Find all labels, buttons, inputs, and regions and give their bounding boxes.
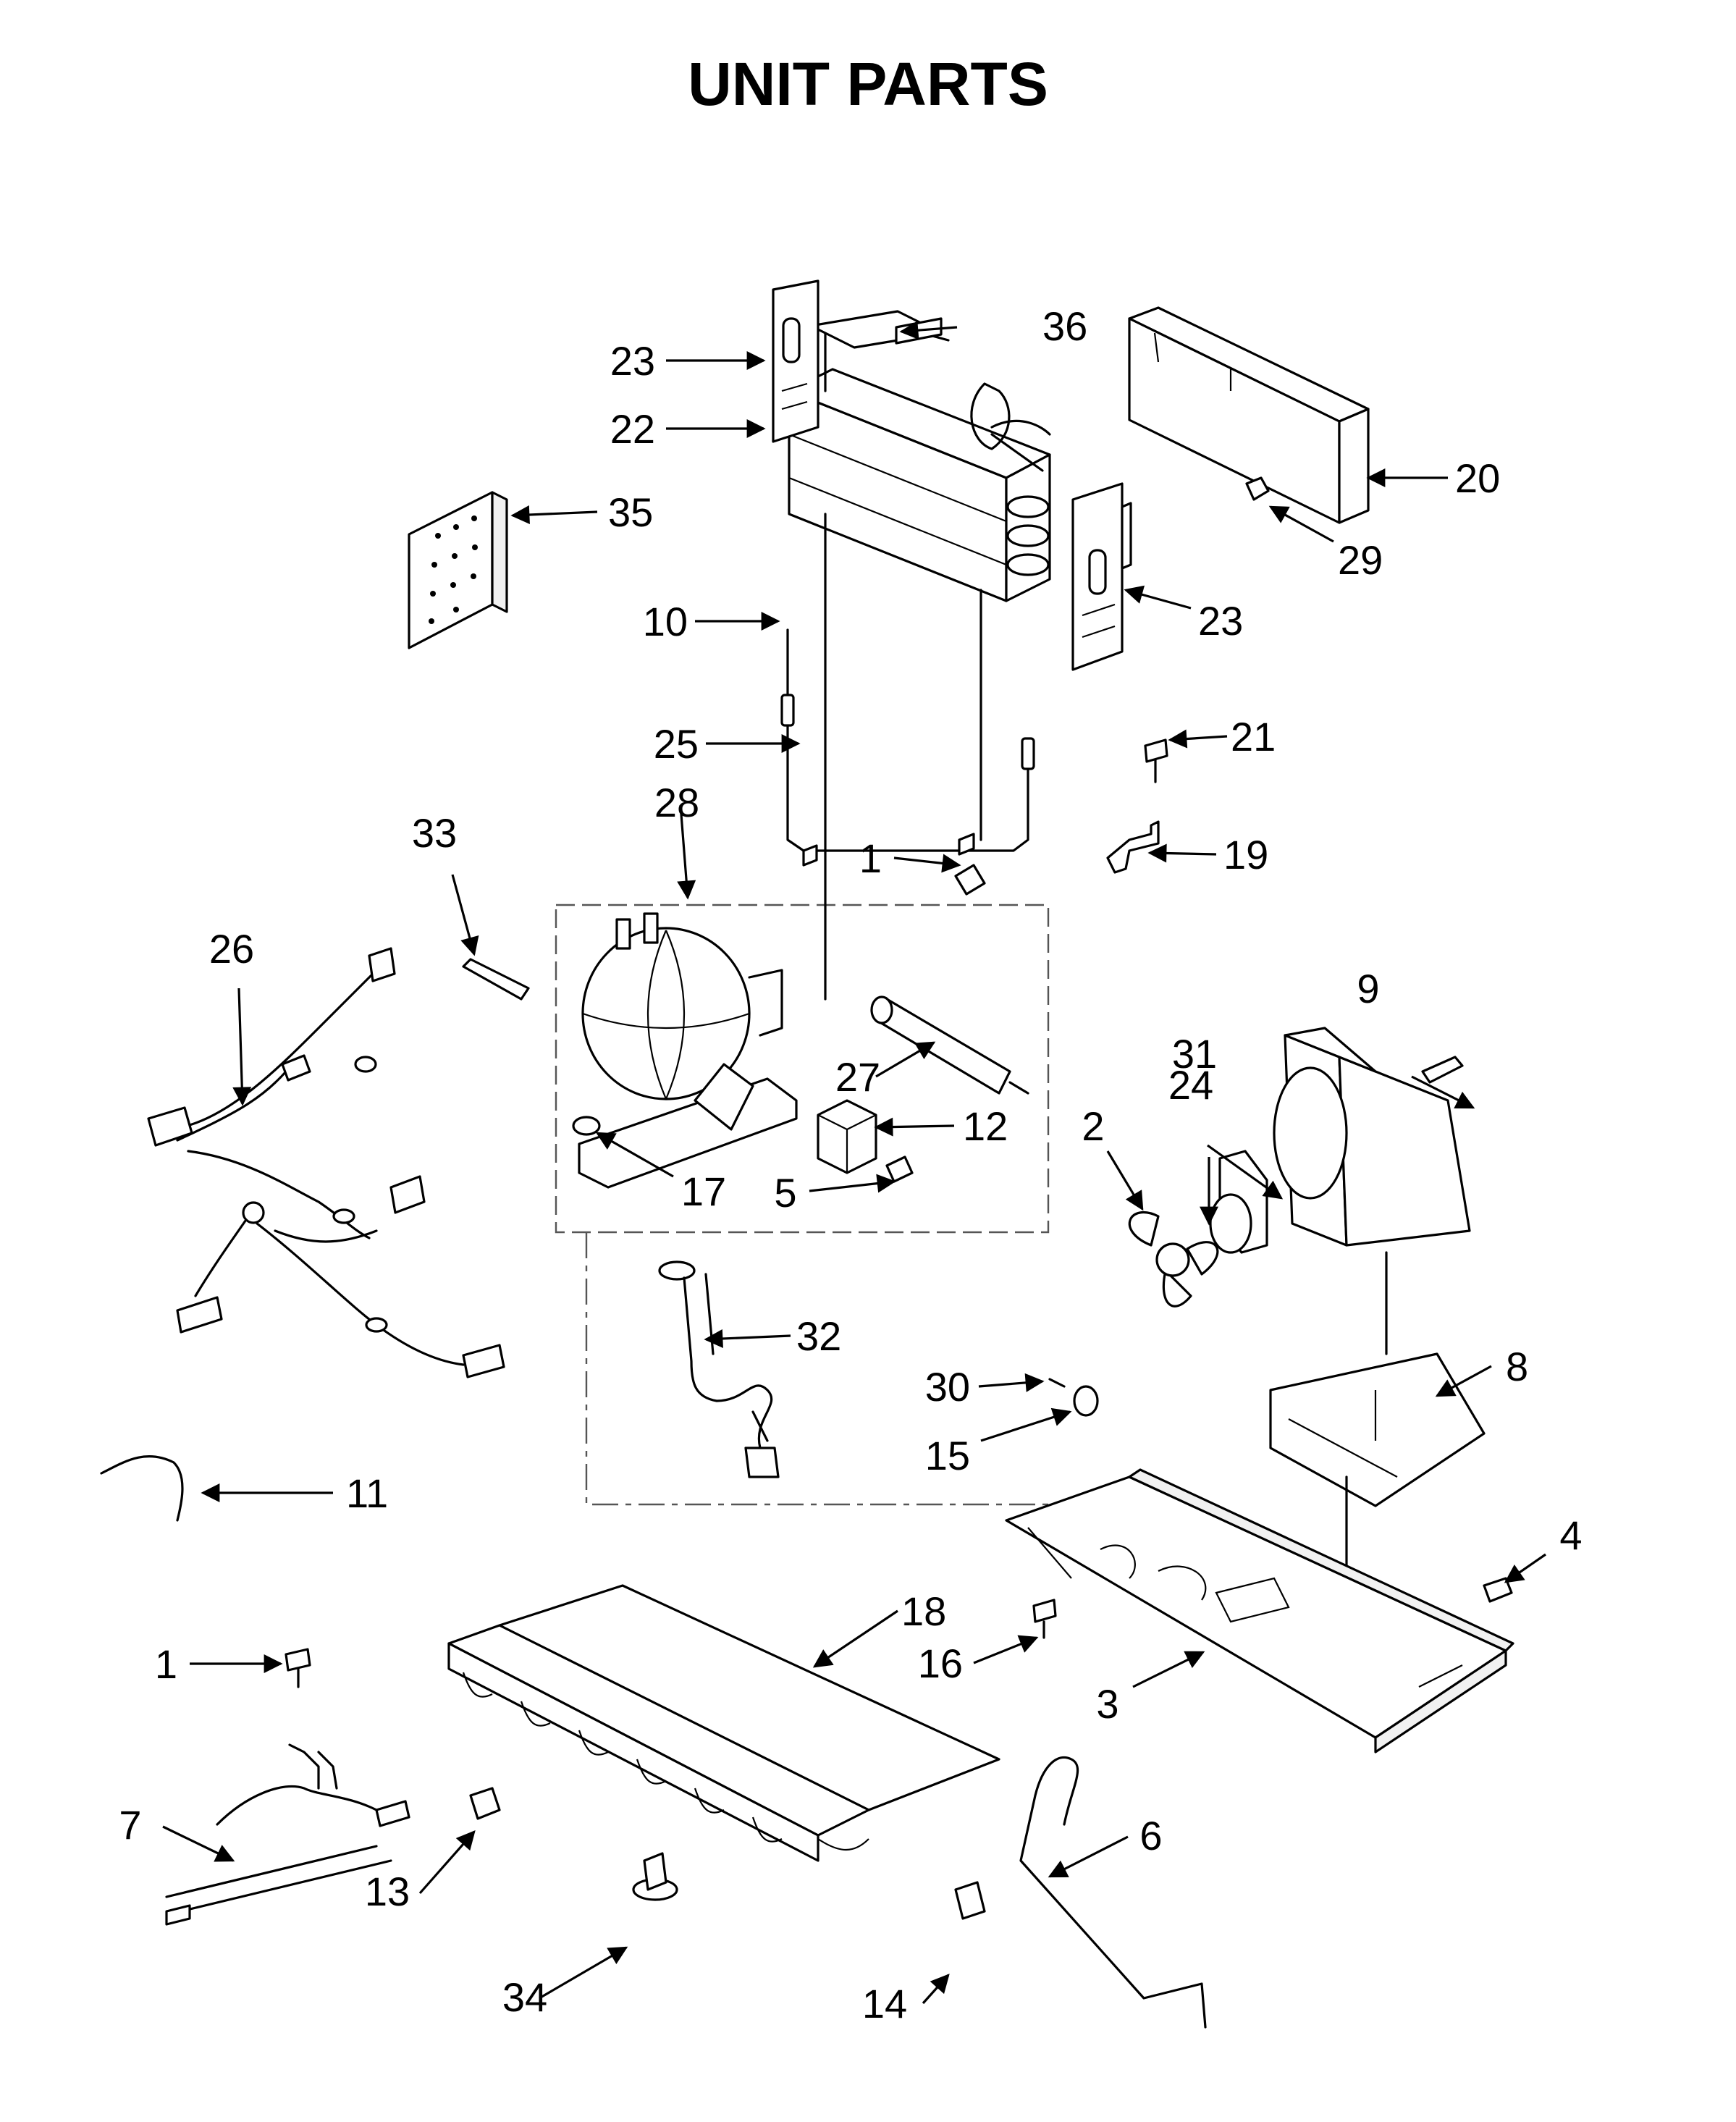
strap-part: [462, 958, 530, 1001]
leader-lines: [162, 321, 1546, 2005]
callout-7: 7: [119, 1802, 141, 1848]
tube-grommet-part: [954, 1881, 986, 1920]
callout-13: 13: [365, 1869, 410, 1914]
side-bracket-left-part: [772, 279, 819, 443]
callout-9: 9: [1357, 966, 1379, 1011]
callout-5: 5: [774, 1170, 796, 1216]
pin-part: [1048, 1378, 1066, 1388]
grommet-part: [572, 1116, 601, 1136]
callout-1-upper: 1: [859, 835, 882, 881]
clip-part: [1245, 476, 1270, 501]
callout-35: 35: [608, 489, 653, 535]
mounting-bracket-part: [1106, 820, 1160, 874]
callout-6: 6: [1139, 1813, 1162, 1858]
callout-34: 34: [502, 1974, 547, 2020]
callout-22: 22: [610, 406, 655, 452]
relay-cover-part: [885, 1155, 914, 1183]
callout-4: 4: [1559, 1512, 1582, 1558]
callout-16: 16: [918, 1641, 963, 1686]
callout-20: 20: [1455, 455, 1500, 501]
evaporator-cover-part: [1128, 306, 1370, 524]
callout-1-lower: 1: [155, 1641, 177, 1687]
wiring-harness-part: [147, 947, 505, 1378]
callout-2: 2: [1082, 1103, 1104, 1149]
defrost-heater-part: [786, 628, 1029, 852]
evaporator-wire: [824, 513, 982, 1001]
harness-bolt-part: [285, 1648, 311, 1688]
condenser-part: [447, 1584, 1000, 1862]
tubing-boundary: [585, 1232, 1137, 1506]
callout-12: 12: [963, 1103, 1008, 1149]
compressor-assembly-boundary: [555, 904, 1050, 1234]
filter-drier-part: [870, 995, 1029, 1095]
callout-25: 25: [654, 721, 699, 767]
callout-15: 15: [925, 1433, 970, 1478]
condensate-tube-part: [1019, 1756, 1207, 2029]
compressor-mount-bracket-part: [1269, 1352, 1486, 1507]
callout-8: 8: [1506, 1344, 1528, 1389]
wire-part: [100, 1455, 184, 1522]
callout-23-upper: 23: [610, 338, 655, 384]
bolt-part: [954, 864, 986, 896]
thermistor-part: [780, 694, 795, 727]
fitting-part: [632, 1852, 678, 1901]
callout-30: 30: [925, 1364, 970, 1410]
callout-3: 3: [1096, 1681, 1118, 1727]
base-screw-part: [1032, 1599, 1057, 1639]
callout-26: 26: [209, 926, 254, 972]
callout-28: 28: [654, 780, 699, 825]
condenser-clip-part: [469, 1787, 501, 1820]
page-title: UNIT PARTS: [688, 50, 1048, 118]
callout-10: 10: [643, 599, 688, 644]
condenser-wire-harness-part: [165, 1743, 410, 1926]
callout-24: 24: [1168, 1062, 1213, 1108]
screw-part: [1144, 738, 1168, 783]
base-bolt-part: [1483, 1577, 1513, 1603]
callout-23-lower: 23: [1198, 598, 1243, 644]
callout-31: 31: [1172, 1031, 1217, 1077]
callout-18: 18: [901, 1588, 946, 1634]
callout-19: 19: [1223, 832, 1268, 877]
callout-33: 33: [412, 810, 457, 856]
base-plate-part: [1005, 1468, 1514, 1753]
evaporator-part: [788, 310, 1051, 602]
callout-36: 36: [1042, 303, 1087, 349]
drain-tube-part: [658, 1260, 780, 1478]
callout-27: 27: [835, 1054, 880, 1100]
base-grommet-part: [1073, 1385, 1099, 1417]
callout-11: 11: [346, 1470, 388, 1516]
side-bracket-right-part: [1071, 482, 1132, 671]
fan-blade-part: [1128, 1211, 1219, 1308]
callout-21: 21: [1231, 714, 1276, 759]
callout-14: 14: [862, 1981, 907, 2026]
relay-part: [817, 1099, 877, 1174]
shroud-screw-part: [1421, 1056, 1464, 1084]
callout-32: 32: [796, 1313, 841, 1359]
fan-motor-part: [1209, 1150, 1268, 1254]
fan-shroud-part: [1273, 1027, 1471, 1247]
callout-29: 29: [1338, 537, 1383, 583]
control-board-part: [408, 491, 508, 649]
compressor-part: [578, 912, 798, 1189]
callout-17: 17: [681, 1169, 726, 1214]
